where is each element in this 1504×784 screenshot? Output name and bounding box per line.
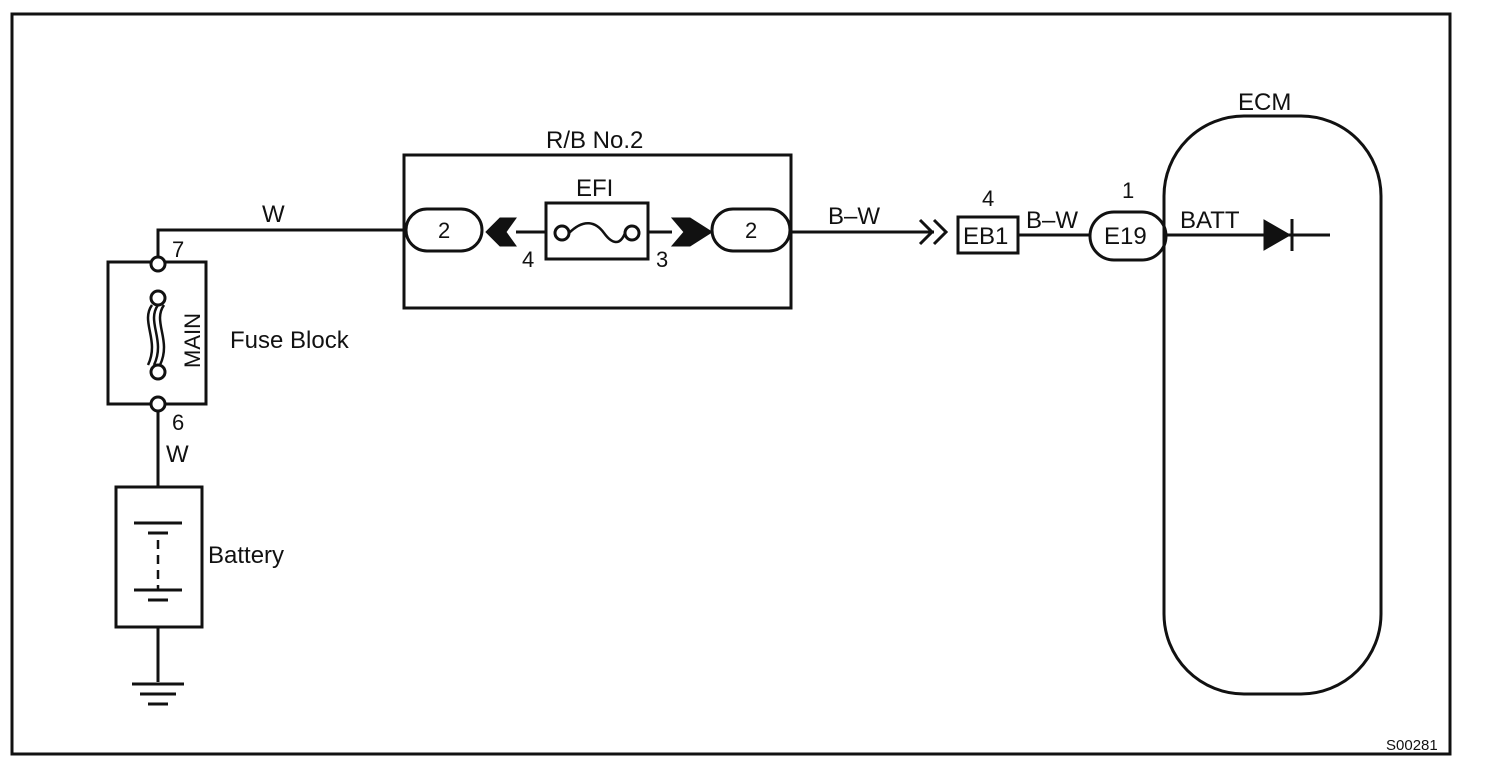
wire-main-to-rb-color: W (262, 201, 285, 228)
fuse-block-pin-bottom (149, 395, 167, 413)
ground-icon (132, 682, 184, 706)
wire-rb-to-eb1-color: B–W (828, 203, 880, 230)
eb1-connector-chevron-2 (932, 218, 949, 246)
rb-left-terminal-arrow (485, 217, 517, 247)
e19-pin-number: 1 (1122, 178, 1134, 203)
eb1-connector-chevron-1 (918, 218, 935, 246)
figure-code: S00281 (1386, 737, 1438, 754)
rb-pin-left-number: 4 (522, 247, 534, 272)
rb-right-connector-number: 2 (745, 218, 757, 243)
efi-fuse-terminal-right (623, 224, 641, 242)
rb-left-connector (404, 207, 484, 253)
rb-right-terminal-arrow (670, 217, 713, 247)
wire-main-to-rb (156, 228, 404, 257)
rb-left-connector-number: 2 (438, 218, 450, 243)
fuse-block-pin-top-number: 7 (172, 237, 184, 262)
fuse-block: MAIN Fuse Block 7 6 (106, 237, 350, 435)
fuse-block-label: Fuse Block (230, 327, 350, 354)
efi-fuse-terminal-left (553, 224, 571, 242)
main-fuse-terminal-bottom (149, 363, 167, 381)
fuse-block-pin-bottom-number: 6 (172, 410, 184, 435)
eb1-connector-label: EB1 (963, 223, 1008, 250)
eb1-pin-number: 4 (982, 186, 994, 211)
relay-block-title: R/B No.2 (546, 127, 643, 154)
efi-fuse-label: EFI (576, 175, 613, 202)
main-fusible-link (146, 304, 166, 366)
rb-right-connector (710, 207, 792, 253)
main-fuse-terminal-top (149, 289, 167, 307)
rb-pin-right-number: 3 (656, 247, 668, 272)
diagram-frame (10, 12, 1452, 756)
efi-fuse-element (568, 222, 627, 244)
e19-connector-label: E19 (1104, 223, 1147, 250)
main-fuse-label: MAIN (180, 313, 205, 368)
ecm-title: ECM (1238, 89, 1291, 116)
relay-block-no2: R/B No.2 2 EFI 2 4 3 (402, 127, 793, 310)
wire-fuse-to-battery-color: W (166, 441, 189, 468)
battery: Battery (114, 485, 284, 629)
ecm-batt-terminal-label: BATT (1180, 207, 1240, 234)
ecm-unit: ECM BATT (1162, 89, 1383, 696)
diode-icon (1263, 219, 1292, 251)
ecm-box (1162, 114, 1383, 696)
battery-label: Battery (208, 542, 284, 569)
wire-eb1-to-ecm-color: B–W (1026, 207, 1078, 234)
fuse-block-pin-top (149, 255, 167, 273)
